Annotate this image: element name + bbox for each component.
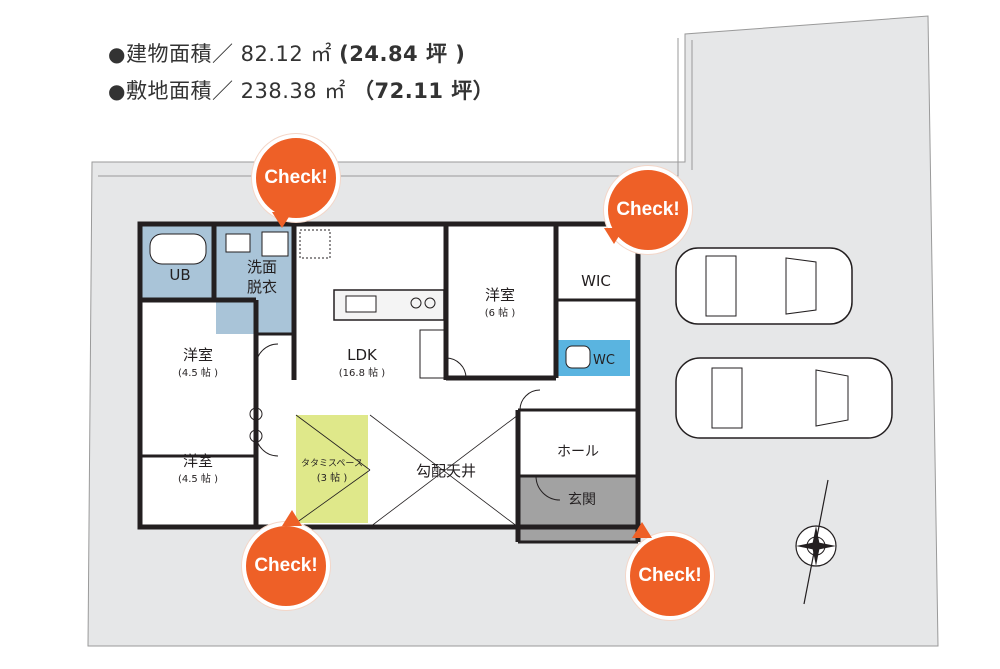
closet-icon: [249, 407, 263, 421]
building-area-value: 82.12: [240, 42, 304, 66]
car-icon: [675, 247, 853, 325]
bubble-tail: [632, 522, 652, 538]
ldk-label: LDK: [347, 346, 378, 364]
building-area-line: ●建物面積／ 82.12 ㎡ (24.84 坪 ): [108, 38, 465, 68]
stairs-bench: [419, 329, 445, 379]
fridge: [299, 229, 331, 259]
tatami-label: タタミスペース: [301, 458, 363, 469]
site-area-label: 敷地面積／: [125, 79, 234, 103]
wic-label: WIC: [581, 272, 611, 290]
genkan-label: 玄関: [568, 491, 596, 508]
ub-label: UB: [169, 266, 190, 284]
stove-burner: [424, 297, 436, 309]
genkan-floor: [520, 476, 636, 542]
check-badge[interactable]: Check!: [626, 522, 716, 622]
check-text: Check!: [638, 565, 702, 586]
sink: [345, 295, 377, 313]
site-area-tsubo: （72.11 坪）: [353, 79, 495, 103]
wc-label: WC: [593, 353, 615, 368]
site-area-unit: ㎡: [324, 79, 346, 103]
stove-burner: [410, 297, 422, 309]
bullet: ●: [108, 79, 126, 103]
bathtub-icon: [149, 233, 207, 265]
koubai-label: 勾配天井: [416, 462, 476, 480]
washing-machine-icon: [261, 231, 289, 257]
walls: [137, 221, 641, 544]
check-badge[interactable]: Check!: [252, 134, 342, 228]
youshitsu-left2-label: 洋室: [183, 452, 213, 470]
tatami-space: [296, 415, 368, 523]
koubai-diagonal: [369, 414, 519, 528]
bubble-tail: [272, 212, 292, 228]
building-area-label: 建物面積／: [125, 42, 234, 66]
compass-icon: [795, 479, 837, 605]
koubai-diagonal: [295, 414, 371, 471]
building-area-tsubo: (24.84 坪 ): [339, 42, 466, 66]
datsui-label: 脱衣: [247, 278, 277, 296]
building-area-unit: ㎡: [310, 42, 332, 66]
site-area-value: 238.38: [240, 79, 318, 103]
site-boundary-inner: [98, 38, 679, 177]
bullet: ●: [108, 42, 126, 66]
site-area-line: ●敷地面積／ 238.38 ㎡ （72.11 坪）: [108, 75, 494, 105]
youshitsu-top-label: 洋室: [485, 286, 515, 304]
hall-label: ホール: [557, 444, 599, 460]
washbasin-icon: [225, 233, 251, 253]
bubble-tail: [604, 228, 624, 244]
ldk-size: (16.8 帖 ): [339, 366, 386, 379]
tatami-size: (3 帖 ): [317, 471, 348, 484]
doors: [255, 343, 561, 501]
senmen-label: 洗面: [247, 258, 277, 276]
toilet-icon: [565, 345, 591, 369]
koubai-diagonal: [295, 469, 371, 524]
check-text: Check!: [264, 167, 328, 188]
check-badge[interactable]: Check!: [242, 510, 332, 612]
car-icon: [675, 357, 893, 439]
check-text: Check!: [616, 199, 680, 220]
youshitsu-left1-size: (4.5 帖 ): [178, 366, 218, 379]
check-badge[interactable]: Check!: [604, 166, 694, 256]
youshitsu-top-size: (6 帖 ): [485, 306, 516, 319]
check-text: Check!: [254, 555, 318, 576]
closet-icon: [249, 429, 263, 443]
youshitsu-left1-label: 洋室: [183, 346, 213, 364]
youshitsu-left2-size: (4.5 帖 ): [178, 472, 218, 485]
bubble-tail: [282, 510, 302, 526]
